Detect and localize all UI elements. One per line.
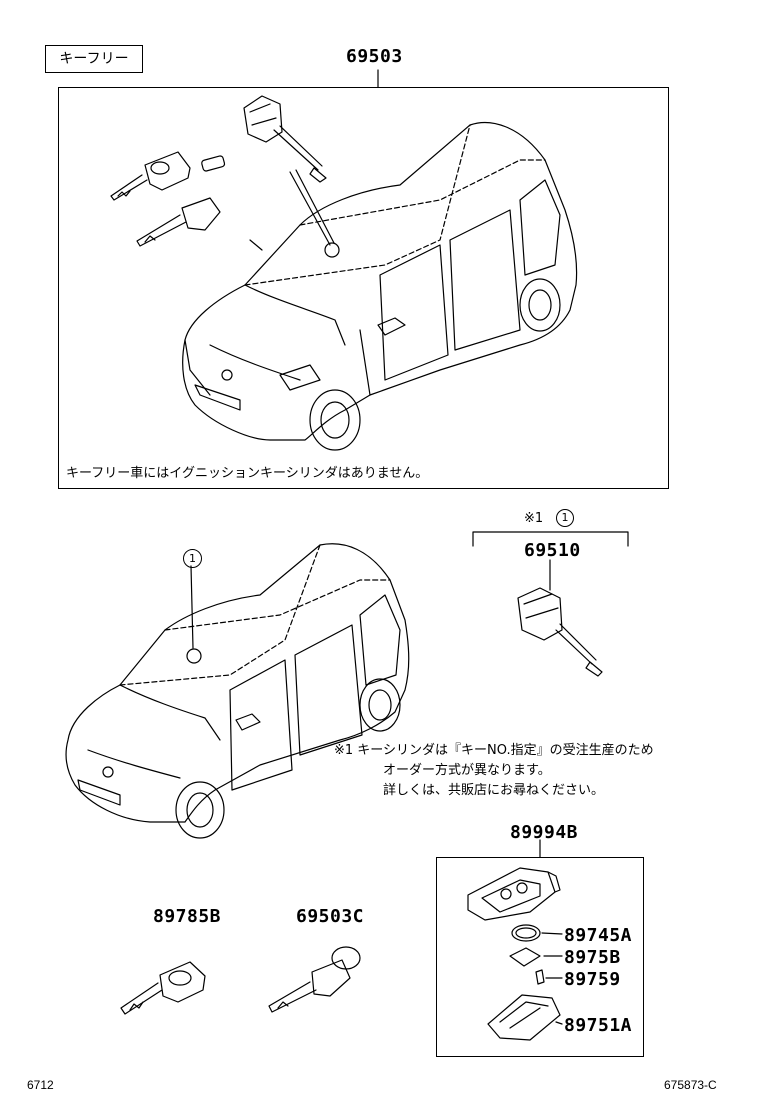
cylinder-mark: ※1 bbox=[524, 511, 544, 526]
top-parts-frame bbox=[58, 87, 669, 489]
footer-left: 6712 bbox=[27, 1078, 54, 1092]
footer-right: 675873-C bbox=[664, 1078, 717, 1092]
remote-part-number: 89994B bbox=[510, 822, 579, 843]
screw-part bbox=[535, 969, 545, 985]
car-illustration-top bbox=[182, 121, 578, 451]
footnote-line-3: 詳しくは、共販店にお尋ねください。 bbox=[383, 783, 605, 798]
cylinder-bracket bbox=[472, 531, 629, 547]
top-part-number: 69503 bbox=[346, 46, 403, 67]
top-note: キーフリー車にはイグニッションキーシリンダはありません。 bbox=[66, 466, 429, 481]
car-illustration-bottom bbox=[65, 543, 410, 839]
gasket-part bbox=[509, 947, 541, 967]
remote-base-part bbox=[487, 994, 561, 1041]
sub-key-top bbox=[136, 197, 221, 247]
ignition-cylinder-69510 bbox=[517, 587, 603, 677]
remote-subpart-4: 89751A bbox=[564, 1015, 633, 1036]
key-89785B bbox=[120, 961, 206, 1015]
remote-housing bbox=[467, 867, 561, 921]
callout-circle: 1 bbox=[183, 549, 202, 568]
key-left-part-number: 89785B bbox=[153, 906, 222, 927]
footnote-line-1: ※1 キーシリンダは『キーNO.指定』の受注生産のため bbox=[334, 743, 654, 758]
master-key-top bbox=[110, 151, 191, 201]
remote-subpart-2: 8975B bbox=[564, 947, 621, 968]
remote-subpart-3: 89759 bbox=[564, 969, 621, 990]
cylinder-circle-label: 1 bbox=[556, 509, 574, 527]
footnote-line-2: オーダー方式が異なります。 bbox=[383, 763, 551, 778]
keyfree-tag: キーフリー bbox=[45, 45, 143, 73]
key-right-part-number: 69503C bbox=[296, 906, 365, 927]
ignition-cylinder-top bbox=[243, 95, 327, 183]
battery-part bbox=[511, 924, 541, 942]
key-69503C bbox=[268, 946, 361, 1013]
remote-subpart-1: 89745A bbox=[564, 925, 633, 946]
key-chip-top bbox=[201, 155, 226, 172]
cylinder-part-number: 69510 bbox=[524, 540, 581, 561]
